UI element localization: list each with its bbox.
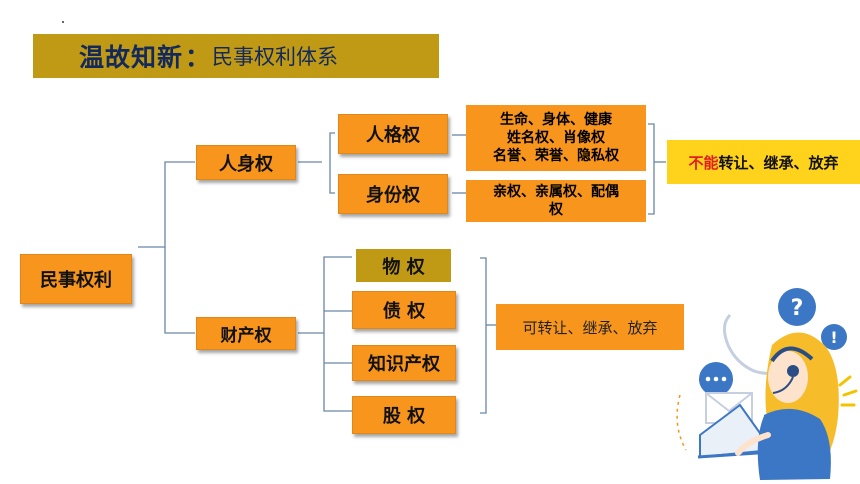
root-label: 民事权利 [40, 270, 112, 291]
personal-right-bracket [648, 123, 655, 215]
identity-detail-box: 亲权、亲属权、配偶 权 [466, 180, 646, 222]
personality-rights-node: 人格权 [338, 114, 448, 154]
real-rights-node: 物 权 [356, 249, 451, 282]
personal-rights-node: 人身权 [196, 145, 296, 180]
ip-rights-label: 知识产权 [368, 354, 440, 375]
svg-text:!: ! [830, 328, 837, 347]
transferable-text: 可转让、继承、放弃 [522, 318, 658, 337]
personality-detail-line-1: 生命、身体、健康 [500, 112, 612, 128]
property-rights-label: 财产权 [220, 326, 272, 346]
customer-service-illustration: ? ! [676, 288, 858, 480]
exclamation-bubble-icon [821, 324, 847, 350]
personality-detail-box: 生命、身体、健康 姓名权、肖像权 名誉、荣誉、隐私权 [466, 105, 646, 171]
decorative-dot [62, 21, 64, 23]
identity-rights-node: 身份权 [338, 174, 448, 214]
root-to-personal-line [138, 161, 195, 248]
personal-rights-label: 人身权 [219, 153, 273, 175]
title-banner: 温故知新 ： 民事权利体系 [33, 34, 439, 78]
real-rights-label: 物 权 [382, 256, 425, 278]
property-children-bracket [323, 256, 352, 412]
personal-children-bracket [329, 132, 335, 194]
equity-rights-label: 股 权 [382, 406, 426, 427]
non-transferable-rest: 转让、继承、放弃 [718, 153, 839, 172]
transferable-note: 可转让、继承、放弃 [496, 304, 684, 350]
identity-detail-line-2: 权 [549, 202, 563, 218]
non-transferable-red: 不能 [688, 153, 719, 172]
personality-rights-label: 人格权 [366, 125, 420, 146]
title-colon: ： [185, 43, 211, 72]
question-bubble-icon [778, 288, 816, 326]
root-node: 民事权利 [20, 254, 132, 304]
debt-rights-label: 债 权 [382, 301, 426, 322]
equity-rights-node: 股 权 [352, 396, 456, 434]
title-main: 温故知新 [79, 43, 184, 72]
property-rights-node: 财产权 [196, 317, 296, 350]
non-transferable-note: 不能转让、继承、放弃 [667, 140, 860, 184]
agent-face [768, 351, 808, 403]
identity-rights-label: 身份权 [366, 185, 420, 206]
identity-detail-line-1: 亲权、亲属权、配偶 [493, 184, 619, 200]
ip-rights-node: 知识产权 [352, 345, 456, 381]
headset-icon [770, 346, 814, 363]
root-to-property-line [164, 247, 195, 334]
personality-detail-line-3: 名誉、荣誉、隐私权 [493, 148, 619, 164]
personality-detail-line-2: 姓名权、肖像权 [507, 130, 605, 146]
svg-text:?: ? [791, 296, 804, 321]
property-right-bracket [480, 257, 487, 414]
agent-body [757, 408, 831, 480]
title-sub: 民事权利体系 [212, 45, 339, 69]
debt-rights-node: 债 权 [352, 291, 456, 329]
